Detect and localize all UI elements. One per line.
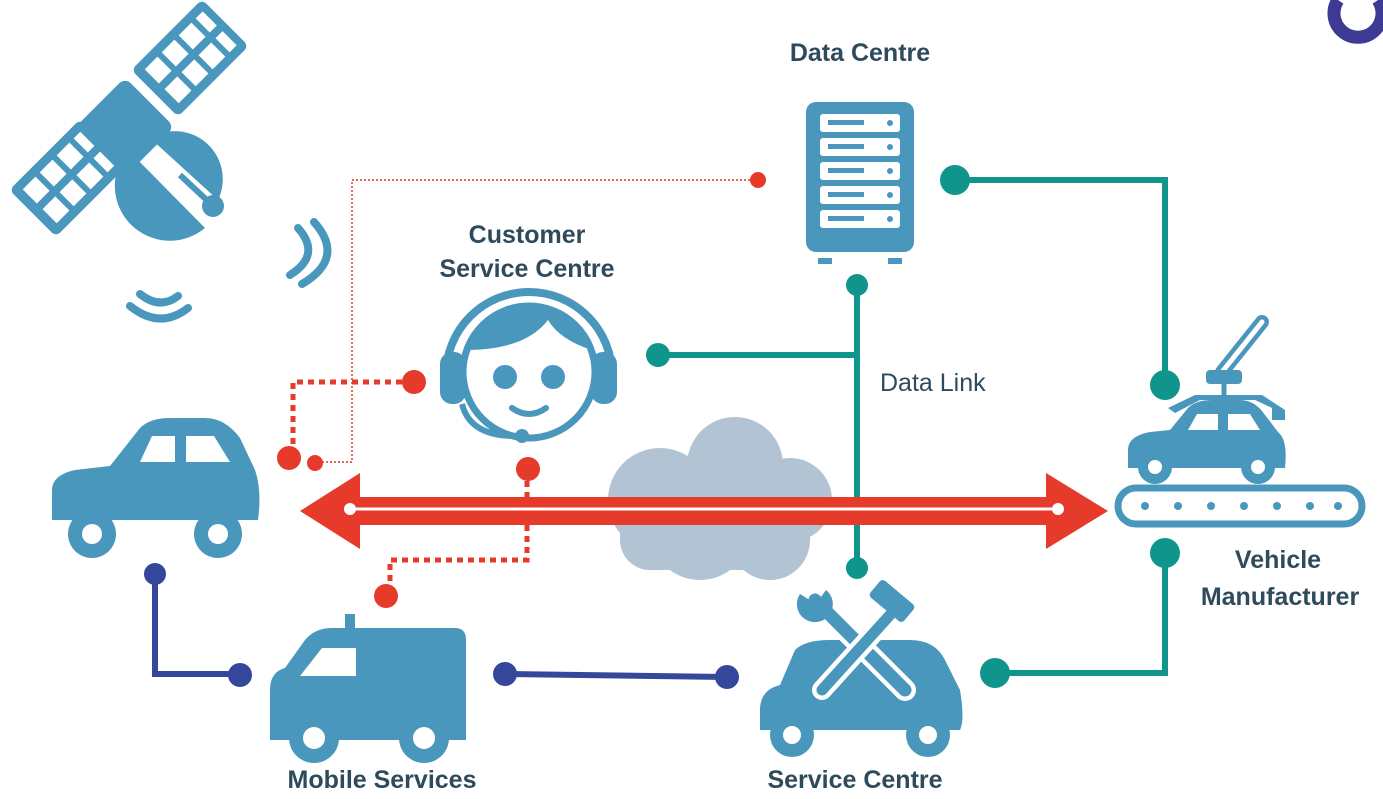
data-centre-label: Data Centre: [789, 39, 931, 67]
satellite-icon: [11, 1, 247, 241]
van-icon: [270, 614, 466, 763]
vehicle-manufacturer-label-line1: Vehicle: [1234, 546, 1322, 574]
vehicle-manufacturer-label-line2: Manufacturer: [1200, 583, 1360, 611]
service-centre-label: Service Centre: [767, 766, 943, 794]
signal-waves-icon: [126, 218, 332, 323]
server-rack-icon: [806, 102, 914, 264]
repair-car-icon: [760, 580, 963, 757]
red-link-nodes: [277, 172, 766, 608]
navy-links: [152, 574, 728, 680]
assembly-line-icon: [1114, 315, 1366, 528]
car-icon: [52, 418, 260, 558]
customer-service-label-line2: Service Centre: [439, 255, 615, 283]
headset-agent-icon: [440, 288, 617, 443]
data-link-label: Data Link: [880, 369, 986, 397]
customer-service-label-line1: Customer: [468, 221, 586, 249]
teal-link-nodes: [646, 165, 1180, 688]
data-flow-double-arrow: [300, 473, 1108, 549]
mobile-services-label: Mobile Services: [287, 766, 477, 794]
logo-mark: [1327, 0, 1383, 44]
navy-link-nodes: [144, 563, 739, 689]
